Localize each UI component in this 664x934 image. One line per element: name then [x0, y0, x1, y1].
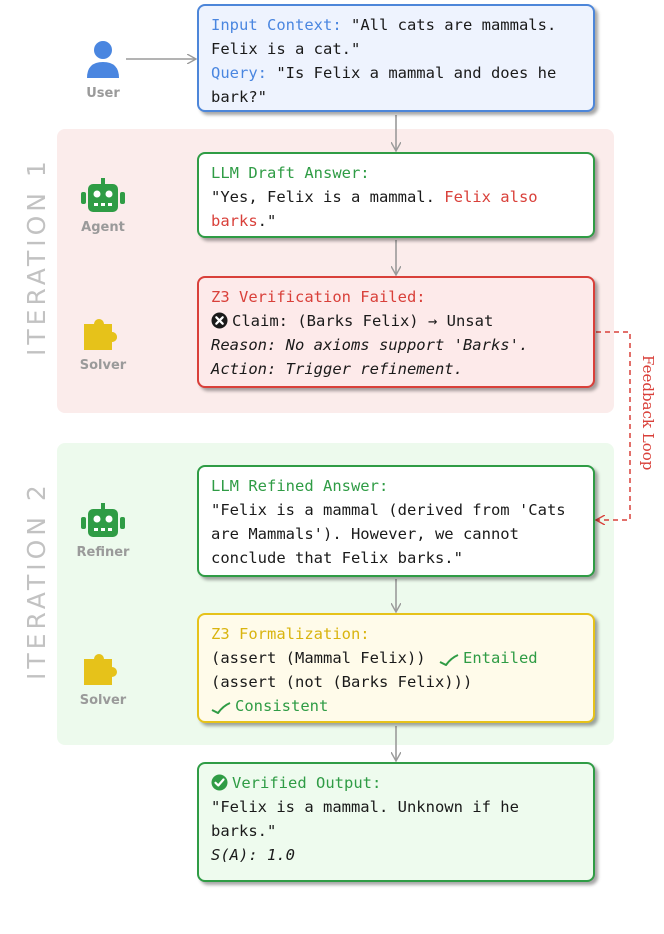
check-circle-icon: [211, 774, 228, 791]
user-icon: [87, 41, 119, 78]
check-icon: [439, 654, 459, 666]
robot-icon: [81, 178, 125, 212]
verified-line-2: barks.": [211, 822, 277, 840]
input-card: Input Context: "All cats are mammals. Fe…: [197, 4, 595, 112]
verification-title: Z3 Verification Failed:: [211, 288, 426, 306]
query-text-cont: bark?": [211, 88, 267, 106]
actor-solver-1-label: Solver: [79, 358, 127, 373]
refined-line-2: are Mammals'). However, we cannot: [211, 525, 519, 543]
feedback-loop-arrow: [596, 331, 631, 520]
error-icon: [211, 312, 228, 329]
actor-solver-2: Solver: [68, 649, 138, 708]
refined-title: LLM Refined Answer:: [211, 477, 389, 495]
verified-score: S(A): 1.0: [211, 846, 295, 864]
verified-line-1: "Felix is a mammal. Unknown if he: [211, 798, 519, 816]
verified-output-card: Verified Output: "Felix is a mammal. Unk…: [197, 762, 595, 882]
context-label: Input Context:: [211, 16, 342, 34]
actor-solver-2-label: Solver: [79, 693, 127, 708]
consistent-label: Consistent: [235, 697, 329, 715]
actor-refiner-label: Refiner: [76, 545, 130, 560]
draft-text-end: .": [257, 212, 277, 230]
draft-answer-card: LLM Draft Answer: "Yes, Felix is a mamma…: [197, 152, 595, 238]
verification-reason: Reason: No axioms support 'Barks'.: [211, 336, 529, 354]
draft-text: "Yes, Felix is a mammal.: [211, 188, 445, 206]
actor-agent: Agent: [68, 178, 138, 235]
verification-failed-card: Z3 Verification Failed: Claim: (Barks Fe…: [197, 276, 595, 388]
actor-agent-label: Agent: [81, 220, 125, 235]
draft-title: LLM Draft Answer:: [211, 164, 370, 182]
formalization-title: Z3 Formalization:: [211, 625, 370, 643]
verification-action: Action: Trigger refinement.: [211, 360, 463, 378]
context-text: "All cats are mammals.: [341, 16, 557, 34]
assert-not-barks: (assert (not (Barks Felix))): [211, 673, 473, 691]
robot-icon: [81, 503, 125, 537]
query-label: Query:: [211, 64, 267, 82]
puzzle-icon: [84, 319, 118, 350]
actor-refiner: Refiner: [68, 503, 138, 560]
verified-title: Verified Output:: [232, 774, 382, 792]
entailed-label: Entailed: [462, 649, 538, 667]
puzzle-icon: [84, 654, 118, 685]
formalization-card: Z3 Formalization: (assert (Mammal Felix)…: [197, 613, 595, 723]
verification-claim: Claim: (Barks Felix) → Unsat: [232, 312, 494, 330]
check-icon: [211, 702, 231, 714]
actor-solver-1: Solver: [68, 314, 138, 373]
context-text-cont: Felix is a cat.": [211, 40, 361, 58]
draft-hallucination-cont: barks: [211, 212, 258, 230]
refined-line-3: conclude that Felix barks.": [211, 549, 463, 567]
refined-line-1: "Felix is a mammal (derived from 'Cats: [211, 501, 566, 519]
refined-answer-card: LLM Refined Answer: "Felix is a mammal (…: [197, 465, 595, 577]
actor-user: User: [68, 40, 138, 101]
feedback-loop-label: Feedback Loop: [639, 355, 657, 471]
assert-mammal: (assert (Mammal Felix)): [211, 649, 426, 667]
actor-user-label: User: [86, 86, 120, 101]
draft-hallucination: Felix also: [444, 188, 538, 206]
query-text: "Is Felix a mammal and does he: [267, 64, 557, 82]
